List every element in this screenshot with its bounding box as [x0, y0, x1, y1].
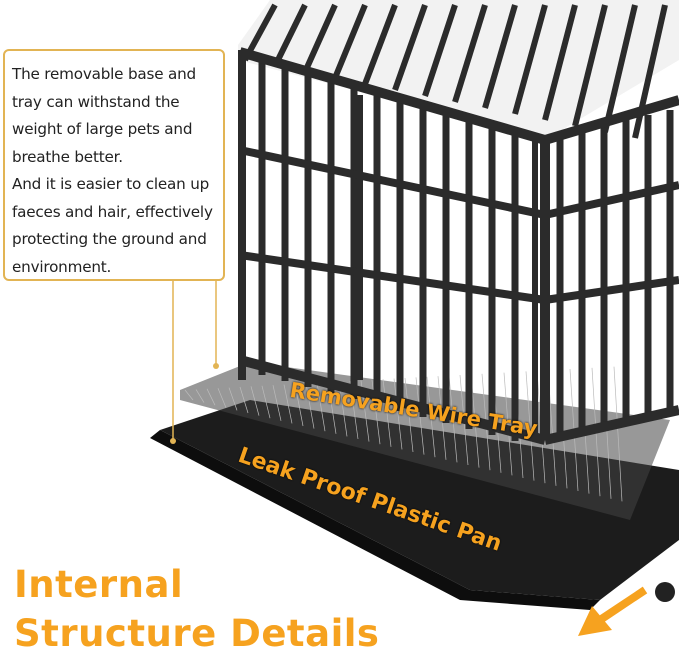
tray-wire: [195, 389, 205, 403]
cage-top-bar: [302, 3, 338, 74]
cage-frame: [238, 0, 679, 445]
tray-wire: [228, 387, 238, 411]
cage-top-bar: [572, 4, 608, 127]
cage-top-bar: [512, 4, 548, 115]
cage-top-bar: [602, 4, 638, 133]
tray-wire: [206, 388, 216, 406]
tray-wire: [283, 384, 293, 424]
tray-wire: [261, 385, 271, 419]
cage-top-bar: [482, 4, 518, 109]
tray-wire: [404, 377, 414, 453]
tray-wire: [613, 366, 623, 502]
cage-top-bar: [452, 4, 488, 103]
tray-wire: [426, 376, 436, 458]
tray-wire: [239, 386, 249, 414]
tray-wire: [184, 389, 194, 401]
cage-top-bar: [392, 4, 428, 91]
tray-wire: [250, 386, 260, 416]
cage-top-bar: [542, 4, 578, 121]
title-line-2: Structure Details: [14, 612, 380, 655]
tray-wire: [272, 385, 282, 421]
tray-wire: [525, 371, 535, 481]
tray-wire: [503, 372, 513, 476]
tray-wire: [305, 383, 315, 429]
tray-wire: [294, 383, 304, 427]
title-line-1: Internal: [14, 563, 184, 606]
leader-lines: [172, 281, 217, 440]
cage-top-bar: [362, 3, 398, 86]
info-callout: The removable base and tray can withstan…: [3, 49, 225, 281]
cage-top-bar: [332, 3, 368, 80]
arrow-down-left-icon: [578, 586, 648, 636]
tray-wire: [217, 388, 227, 408]
tray-wire: [316, 382, 326, 432]
callout-text: The removable base and tray can withstan…: [12, 65, 213, 276]
cage-top-bar: [272, 3, 308, 68]
caster-wheel: [655, 582, 675, 602]
tray-wire: [393, 378, 403, 450]
cage-top-bar: [422, 4, 458, 97]
tray-wire: [382, 379, 392, 447]
